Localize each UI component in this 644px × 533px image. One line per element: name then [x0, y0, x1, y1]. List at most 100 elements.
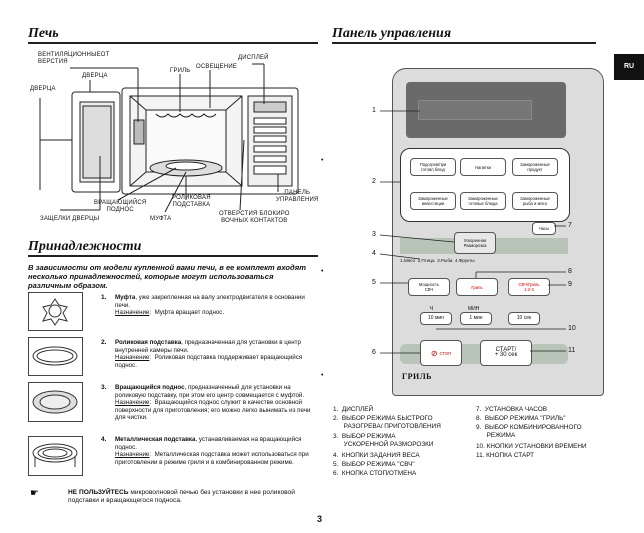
stop-label: СТОП [439, 350, 452, 356]
item-1-name: Муфта [115, 294, 136, 301]
item-1-number: 1. [101, 294, 107, 301]
callout-3: 3 [372, 231, 376, 238]
item-4: Металлическая подставка, устанавливаемая… [115, 436, 309, 466]
quick-reheat-button[interactable]: Подогрев/при готовл.блюд [410, 158, 456, 176]
legend-item: 7. УСТАНОВКА ЧАСОВ [476, 406, 547, 413]
frozen-products-button[interactable]: Замороженные продукт [512, 158, 558, 176]
legend-item: 8. ВЫБОР РЕЖИМА "ГРИЛЬ" [476, 415, 566, 422]
panel-brand: ГРИЛЬ [402, 372, 432, 381]
item-3: Вращающийся поднос, предназначенный для … [115, 384, 311, 422]
label-door-left: ДВЕРЦА [30, 86, 56, 92]
legend-item: 5. ВЫБОР РЕЖИМА "СВЧ" [333, 461, 415, 468]
display-window [406, 82, 566, 138]
legend-item: 1. ДИСПЛЕЙ [333, 406, 374, 413]
legend-item: 9. ВЫБОР КОМБИНИРОВАННОГО РЕЖИМА [476, 424, 582, 439]
item-3-purpose-label: Назначение [115, 399, 150, 407]
page-number: 3 [317, 514, 323, 524]
item-3-purpose: Вращающийся поднос служит в качестве осн… [115, 399, 311, 422]
warning-rest: микроволновой печью без установки в нее … [68, 489, 295, 504]
legend-item: 2. ВЫБОР РЕЖИМА БЫСТРОГО РАЗОГРЕВА/ ПРИГ… [333, 415, 441, 430]
panel-section-title: Панель управления [332, 26, 452, 41]
callout-9: 9 [568, 281, 572, 288]
accessories-title: Принадлежности [28, 239, 142, 254]
legend-item: 11. КНОПКА СТАРТ [476, 452, 535, 459]
callout-5: 5 [372, 279, 376, 286]
label-vent: ВЕНТИЛЯЦИОННЫЕОТ ВЕРСТИЯ [38, 52, 110, 65]
item-4-number: 4. [101, 436, 107, 443]
minutes-label: МИН [468, 306, 480, 312]
accessories-rule [28, 255, 318, 257]
stop-button[interactable]: ⊘ СТОП [420, 340, 462, 366]
divider-dot: • [321, 268, 324, 275]
callout-11: 11 [568, 347, 576, 354]
item-3-number: 3. [101, 384, 107, 391]
item-2-purpose-label: Назначение [115, 354, 150, 362]
item-4-text: , устанавливаемая на вращающийся поднос. [115, 436, 302, 451]
item-2-number: 2. [101, 339, 107, 346]
label-door-top: ДВЕРЦА [82, 73, 108, 79]
one-min-button[interactable]: 1 мин [460, 312, 492, 325]
label-latches: ЗАЩЕЛКИ ДВЕРЦЫ [40, 216, 100, 222]
accessory-tray-image [28, 382, 83, 422]
item-2-name: Роликовая подставка [115, 339, 182, 346]
callout-7: 7 [568, 222, 572, 229]
label-light: ОСВЕЩЕНИЕ [196, 64, 238, 70]
divider-dot: • [321, 157, 324, 164]
item-1-purpose-label: Назначение [115, 309, 150, 317]
callout-6: 6 [372, 349, 376, 356]
label-display: ДИСПЛЕЙ [238, 55, 269, 61]
item-3-text: , предназначенный для установки на ролик… [115, 384, 305, 399]
oven-title-rule [28, 42, 318, 44]
warning-note: НЕ ПОЛЬЗУЙТЕСЬ микроволновой печью без у… [68, 489, 318, 504]
oven-illustration [39, 63, 299, 213]
label-interlock: ОТВЕРСТИЯ БЛОКИРО ВОЧНЫХ КОНТАКТОВ [219, 211, 290, 224]
accessory-rack-image [28, 436, 83, 476]
item-4-purpose: Металлическая подставка может использова… [115, 451, 309, 466]
item-1-text: , уже закрепленная на валу электродвигат… [115, 294, 305, 309]
language-tab: RU [614, 54, 644, 80]
start-button[interactable]: СТАРТ/ + 30 сек [480, 340, 532, 366]
label-grill: ГРИЛЬ [170, 68, 191, 74]
label-coupler: МУФТА [150, 216, 172, 222]
rapid-defrost-button[interactable]: Ускоренная Разморозка [454, 232, 496, 254]
legend-item: 3. ВЫБОР РЕЖИМА УСКОРЕННОЙ РАЗМОРОЗКИ [333, 433, 434, 448]
callout-2: 2 [372, 178, 376, 185]
accessories-intro: В зависимости от модели купленной вами п… [28, 263, 306, 290]
microwave-power-button[interactable]: Мощность СВЧ [408, 278, 450, 296]
grill-button[interactable]: Гриль [456, 278, 498, 296]
item-4-purpose-label: Назначение [115, 451, 150, 459]
hours-label: Ч [430, 306, 434, 312]
stop-icon: ⊘ [430, 348, 438, 358]
oven-section-title: Печь [28, 26, 59, 41]
item-1-purpose: Муфта вращает поднос. [154, 309, 225, 317]
drinks-button[interactable]: Напитки [460, 158, 506, 176]
weight-row: 1.Мясо 2.Птица 3.Рыба 4.Фрукты [400, 258, 475, 263]
clock-button[interactable]: Часы [532, 222, 556, 235]
ten-sec-button[interactable]: 10 сек [508, 312, 540, 325]
item-3-name: Вращающийся поднос [115, 384, 185, 391]
accessory-roller-image [28, 337, 83, 376]
legend-item: 6. КНОПКА СТОП/ОТМЕНА [333, 470, 417, 477]
callout-10: 10 [568, 325, 576, 332]
ten-min-button[interactable]: 10 мин [420, 312, 452, 325]
frozen-fish-meat-button[interactable]: Замороженные рыба и мясо [512, 192, 558, 210]
combination-button[interactable]: СВЧ/Гриль 1-2-3 [508, 278, 550, 296]
callout-4: 4 [372, 250, 376, 257]
item-2-purpose: Роликовая подставка поддерживает вращающ… [115, 354, 303, 369]
frozen-investments-button[interactable]: Замороженные инвестиции [410, 192, 456, 210]
item-4-name: Металлическая подставка [115, 436, 196, 443]
item-1: Муфта, уже закрепленная на валу электрод… [115, 294, 305, 317]
frozen-meals-button[interactable]: Замороженные готовые блюда [460, 192, 506, 210]
label-roller: РОЛИКОВАЯ ПОДСТАВКА [172, 195, 211, 208]
callout-8: 8 [568, 268, 572, 275]
pointing-hand-icon: ☛ [30, 488, 39, 499]
item-2: Роликовая подставка, предназначенная для… [115, 339, 303, 369]
legend-item: 10. КНОПКИ УСТАНОВКИ ВРЕМЕНИ [476, 443, 587, 450]
accessory-coupler-image [28, 292, 83, 331]
callout-1: 1 [372, 107, 376, 114]
label-rotating-support: ВРАЩАЮЩИЙСЯ ПОДНОС [94, 200, 147, 213]
panel-title-rule [332, 42, 596, 44]
item-2-text: , предназначенная для установки в центр … [115, 339, 301, 354]
divider-dot: • [321, 372, 324, 379]
